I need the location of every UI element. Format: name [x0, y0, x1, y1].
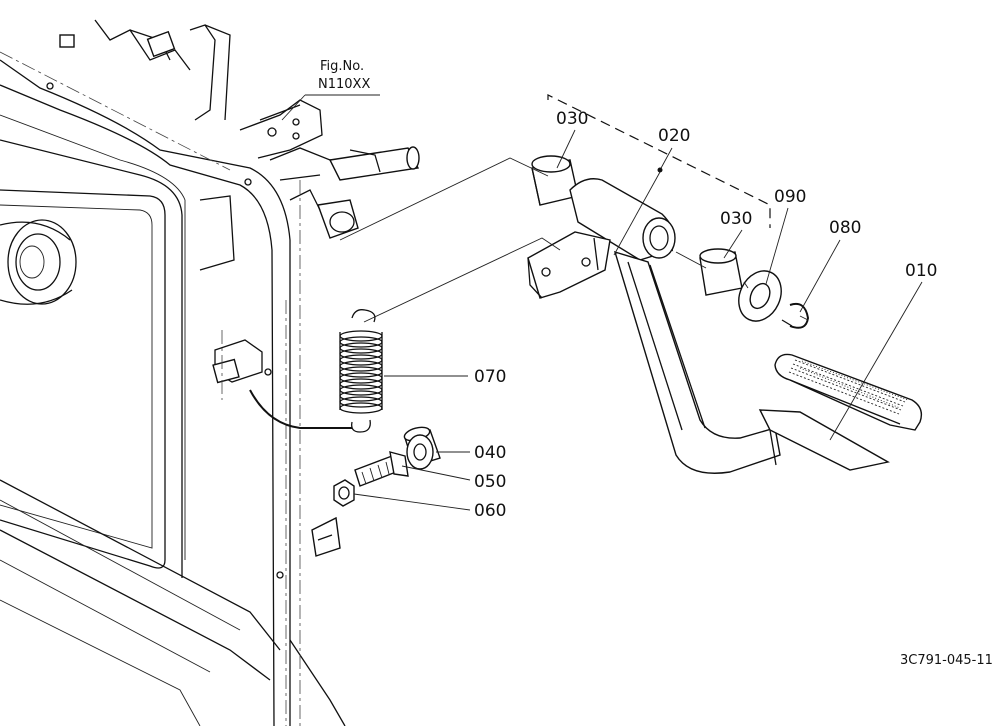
part-080-snap-ring — [781, 302, 810, 329]
label-020: 020 — [658, 126, 690, 146]
pedal-assembly — [249, 94, 923, 507]
spring-coil — [339, 348, 383, 360]
label-050: 050 — [474, 472, 506, 492]
spring-coil — [339, 384, 383, 396]
label-030-lower: 030 — [720, 209, 752, 229]
spring-coil — [339, 378, 383, 390]
spring-coil — [339, 342, 383, 354]
part-labels: 030 020 030 090 080 010 070 040 050 060 — [474, 109, 937, 521]
spring-coil — [339, 372, 383, 384]
figure-reference: Fig.No. N110XX — [281, 59, 380, 121]
tractor-frame — [0, 51, 346, 726]
assembly-bracket — [547, 94, 771, 228]
part-030-bushing-upper — [531, 155, 579, 206]
spring-coil — [339, 402, 383, 414]
part-020-pedal-arm — [527, 178, 890, 474]
spring-coil — [339, 330, 383, 342]
label-070: 070 — [474, 367, 506, 387]
part-040-collar — [403, 426, 441, 470]
part-050-bolt — [354, 451, 409, 487]
part-010-pedal-pad — [774, 353, 923, 431]
part-030-bushing-lower — [699, 248, 743, 296]
label-080: 080 — [829, 218, 861, 238]
leader-lines — [339, 129, 923, 511]
part-090-washer — [738, 270, 782, 322]
label-090: 090 — [774, 187, 806, 207]
fig-ref-line1: Fig.No. — [320, 59, 364, 74]
spring-coil — [339, 396, 383, 408]
label-030-upper: 030 — [556, 109, 588, 129]
spring-coil — [339, 360, 383, 372]
upper-mechanism — [59, 19, 420, 271]
label-010: 010 — [905, 261, 937, 281]
drawing-number: 3C791-045-11 — [900, 653, 993, 668]
part-070-spring — [249, 309, 383, 433]
part-060-nut — [333, 479, 355, 507]
spring-coil — [339, 390, 383, 402]
spring-coil — [339, 336, 383, 348]
label-040: 040 — [474, 443, 506, 463]
fig-ref-line2: N110XX — [318, 77, 370, 92]
spring-coil — [339, 366, 383, 378]
label-060: 060 — [474, 501, 506, 521]
spring-coil — [339, 354, 383, 366]
